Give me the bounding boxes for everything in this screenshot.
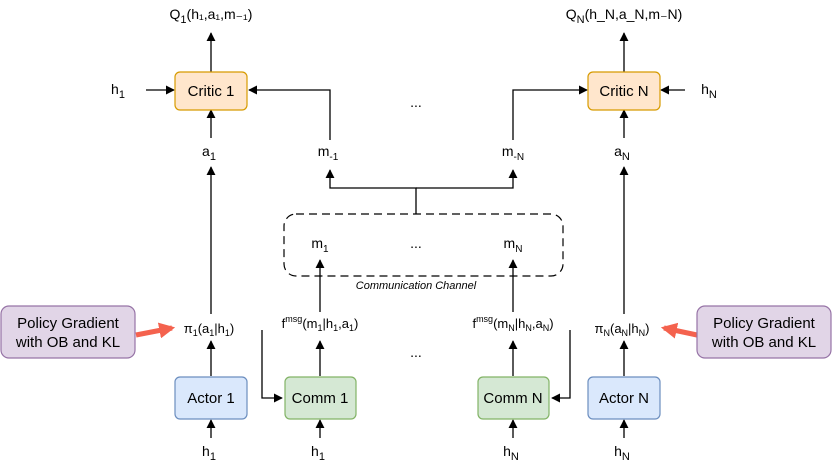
policy-gradient-right-line2: with OB and KL: [711, 334, 816, 351]
action-aN: aN: [614, 143, 630, 163]
message-m-1: m-1: [318, 143, 339, 163]
policy-piN: πN(aN|hN): [595, 321, 650, 338]
policy-gradient-left: Policy Gradient with OB and KL: [0, 305, 136, 359]
edge-channel-to-m-1: [325, 169, 417, 214]
critic-1-h-input: h1: [111, 81, 125, 101]
critic-1-box: [174, 71, 248, 111]
fmsg-1: fmsg(m1|h1,a1): [282, 314, 359, 333]
edge-piN-commN: [551, 330, 571, 403]
edge-pi1-comm1: [261, 330, 283, 403]
bottom-input-comm-1: h1: [311, 443, 325, 463]
edge-m-N-criticN: [512, 85, 588, 140]
critic-N-label: Critic N: [599, 83, 648, 100]
comm-1-label: Comm 1: [292, 390, 349, 407]
top-ellipsis: ...: [410, 94, 422, 110]
actor-N-box: [587, 376, 661, 420]
message-m-N: m-N: [502, 143, 524, 163]
bottom-input-actor-N: hN: [614, 443, 630, 463]
comm-1: Comm 1: [284, 376, 357, 420]
actor-1-box: [174, 376, 248, 420]
actor-1-label: Actor 1: [187, 390, 235, 407]
comm-1-box: [284, 376, 357, 420]
policy-gradient-arrow-right: [660, 322, 698, 339]
comm-N: Comm N: [477, 376, 550, 420]
actor-1: Actor 1: [174, 376, 248, 420]
critic-N: Critic N: [587, 71, 661, 111]
bottom-input-actor-1: h1: [202, 443, 216, 463]
channel-ellipsis: ...: [410, 235, 422, 251]
edge-channel-to-m-N: [416, 169, 518, 189]
q1-output: Q1(h₁,a₁,m₋₁): [170, 6, 253, 26]
policy-gradient-right-line1: Policy Gradient: [713, 315, 816, 332]
policy-gradient-right: Policy Gradient with OB and KL: [696, 305, 832, 359]
comm-N-box: [477, 376, 550, 420]
policy-gradient-right-box: [696, 305, 832, 359]
communication-channel-label: Communication Channel: [356, 280, 477, 292]
bottom-input-comm-N: hN: [503, 443, 519, 463]
policy-gradient-left-line1: Policy Gradient: [17, 315, 120, 332]
comm-N-label: Comm N: [483, 390, 542, 407]
policy-gradient-arrow-left: [135, 322, 176, 339]
communication-channel-box: [283, 213, 564, 277]
policy-pi1: π1(a1|h1): [184, 321, 235, 338]
actor-N-label: Actor N: [599, 390, 649, 407]
critic-N-h-input: hN: [701, 81, 717, 101]
channel-m1: m1: [311, 235, 329, 255]
critic-N-box: [587, 71, 661, 111]
edge-m-1-critic1: [248, 85, 331, 140]
actor-N: Actor N: [587, 376, 661, 420]
critic-1: Critic 1: [174, 71, 248, 111]
fmsg-N: fmsg(mN|hN,aN): [472, 314, 553, 333]
critic-1-label: Critic 1: [188, 83, 235, 100]
policy-gradient-left-line2: with OB and KL: [15, 334, 120, 351]
bottom-ellipsis: ...: [410, 344, 422, 360]
channel-mN: mN: [504, 235, 523, 255]
policy-gradient-left-box: [0, 305, 136, 359]
action-a1: a1: [202, 143, 216, 163]
qN-output: QN(h_N,a_N,m₋N): [566, 6, 682, 26]
